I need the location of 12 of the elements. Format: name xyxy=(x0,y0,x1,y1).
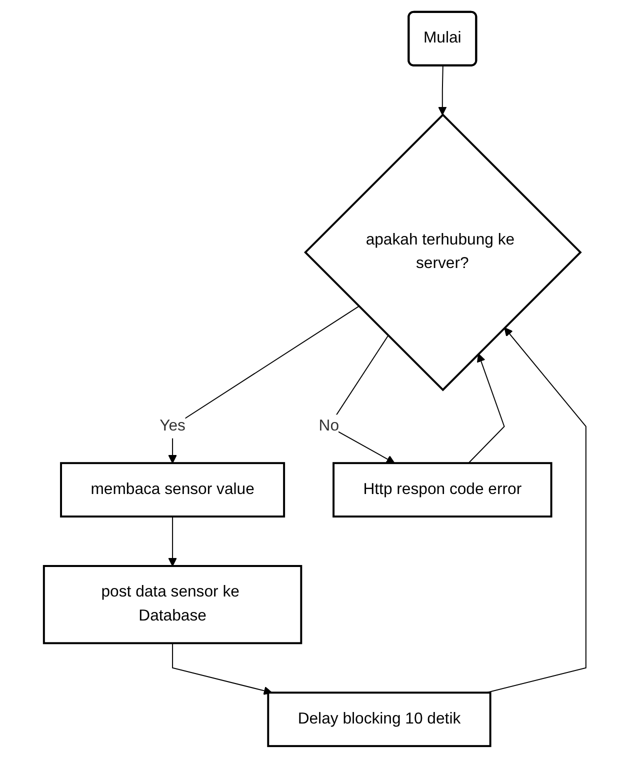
arrow xyxy=(172,642,272,695)
edge-label: Yes xyxy=(159,418,186,434)
arrow xyxy=(438,65,446,116)
arrow xyxy=(168,306,359,464)
arrow xyxy=(168,516,176,566)
node-box: post data sensor ke Database xyxy=(42,565,302,644)
node-box: Delay blocking 10 detik xyxy=(266,692,491,748)
node-box: membaca sensor value xyxy=(60,462,285,518)
node-box: Http respon code error xyxy=(332,462,552,518)
node-diamond: apakah terhubung ke server? xyxy=(304,113,582,392)
edge-label: No xyxy=(318,418,339,434)
arrow xyxy=(468,353,504,464)
